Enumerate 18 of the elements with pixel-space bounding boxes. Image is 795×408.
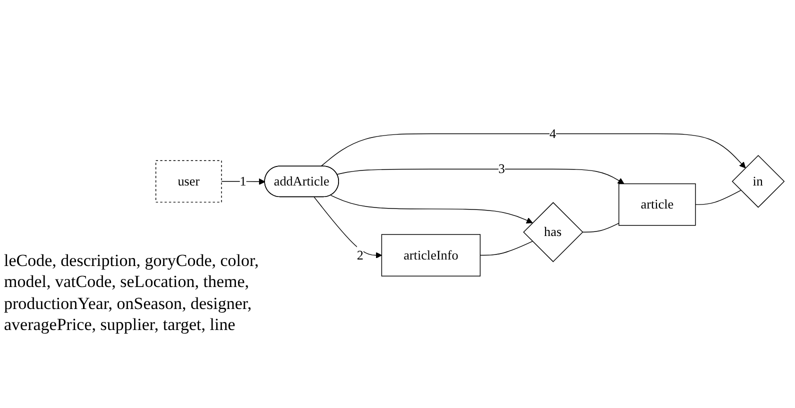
edge-label: 4 <box>550 126 556 141</box>
node-box: user <box>155 160 222 203</box>
node-diamond: has <box>523 202 584 262</box>
arrow <box>320 133 746 168</box>
edge-label: 2 <box>356 248 364 262</box>
node-box: articleInfo <box>381 234 481 276</box>
node-diamond: in <box>732 154 785 208</box>
connector <box>582 222 620 232</box>
edge-label: 1 <box>240 174 246 188</box>
edge-label: 3 <box>498 162 505 176</box>
arrow <box>314 196 382 258</box>
node-box: article <box>618 183 696 226</box>
arrow <box>336 168 624 184</box>
connector <box>480 240 533 256</box>
arrow <box>330 194 533 224</box>
arrow <box>221 178 266 185</box>
connector <box>695 190 742 205</box>
attribute-list: leCode, description, goryCode, color, model, vatCode, seLocation, theme, productionYear, onSeason, designer, averagePrice, supplier, target, line <box>4 250 304 335</box>
